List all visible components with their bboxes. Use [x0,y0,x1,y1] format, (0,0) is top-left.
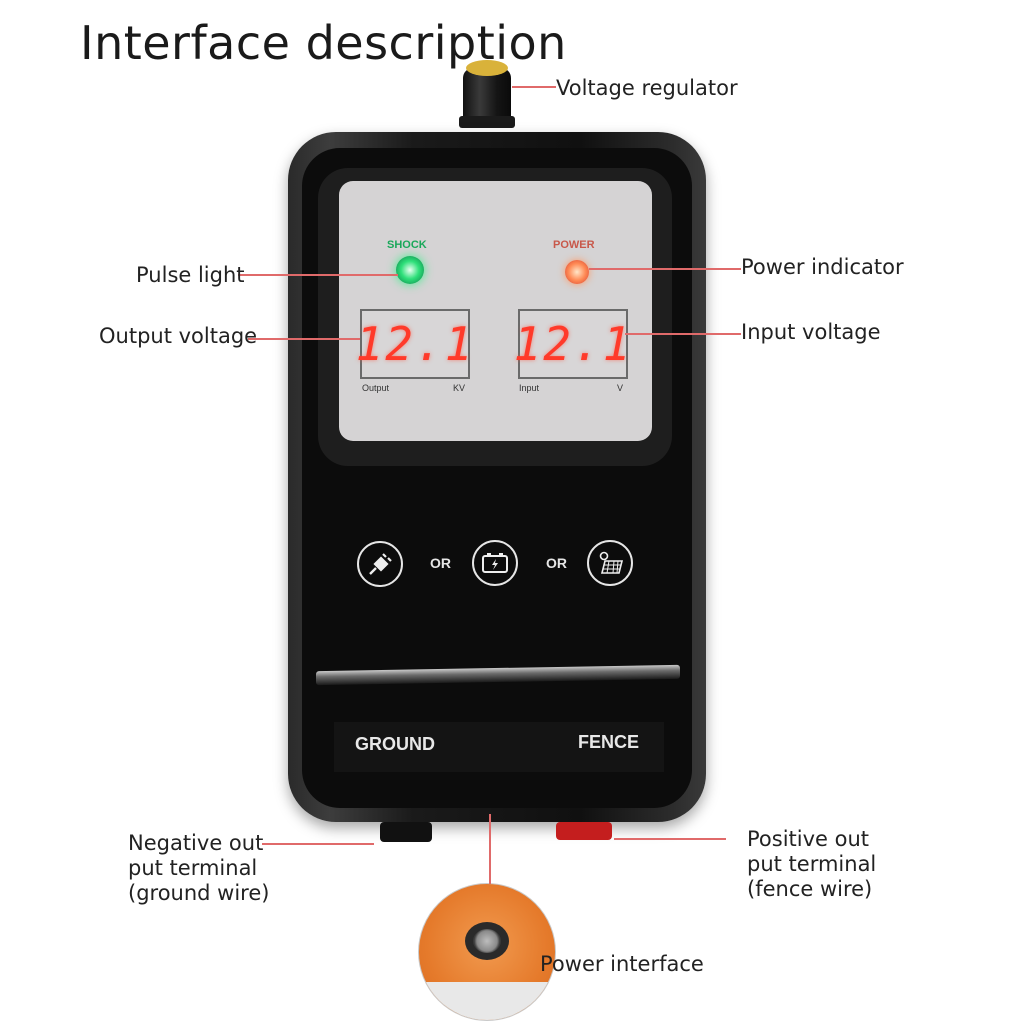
leader-power-indicator [589,268,741,270]
callout-output-voltage: Output voltage [99,324,258,348]
callout-input-voltage: Input voltage [741,320,881,344]
leader-voltage-regulator [512,86,556,88]
leader-input-voltage [625,333,741,335]
shock-led [396,256,424,284]
or-label-2: OR [546,555,567,571]
output-voltage-value: 12.1 [355,317,475,371]
callout-power-indicator: Power indicator [741,255,904,279]
power-interface-zoom [418,883,556,1021]
battery-icon [472,540,518,586]
callout-pulse-light: Pulse light [136,263,245,287]
input-voltage-value: 12.1 [513,317,633,371]
callout-voltage-regulator: Voltage regulator [556,76,738,100]
or-label-1: OR [430,555,451,571]
callout-negative-terminal: Negative out put terminal (ground wire) [128,831,270,905]
leader-negative-terminal [262,843,374,845]
callout-power-interface: Power interface [540,952,704,976]
power-led [565,260,589,284]
leader-power-interface [489,814,491,884]
power-jack-icon [465,922,509,960]
solar-panel-icon [587,540,633,586]
fence-label: FENCE [578,732,640,752]
input-small-label: Input [519,383,540,393]
input-voltage-display: 12.1 [514,309,630,379]
output-unit-label: KV [453,383,466,393]
power-label: POWER [553,239,595,251]
leader-positive-terminal [614,838,726,840]
output-voltage-display: 12.1 [356,309,472,379]
callout-positive-terminal: Positive out put terminal (fence wire) [747,827,877,901]
shock-label: SHOCK [387,239,427,251]
leader-output-voltage [248,338,360,340]
negative-terminal [380,822,432,842]
leader-pulse-light [238,274,398,276]
plug-icon [357,541,403,587]
ground-label: GROUND [355,734,435,754]
voltage-regulator-knob [459,60,515,128]
output-small-label: Output [362,383,390,393]
input-unit-label: V [617,383,624,393]
terminal-label-band [334,722,664,772]
positive-terminal [556,822,612,840]
